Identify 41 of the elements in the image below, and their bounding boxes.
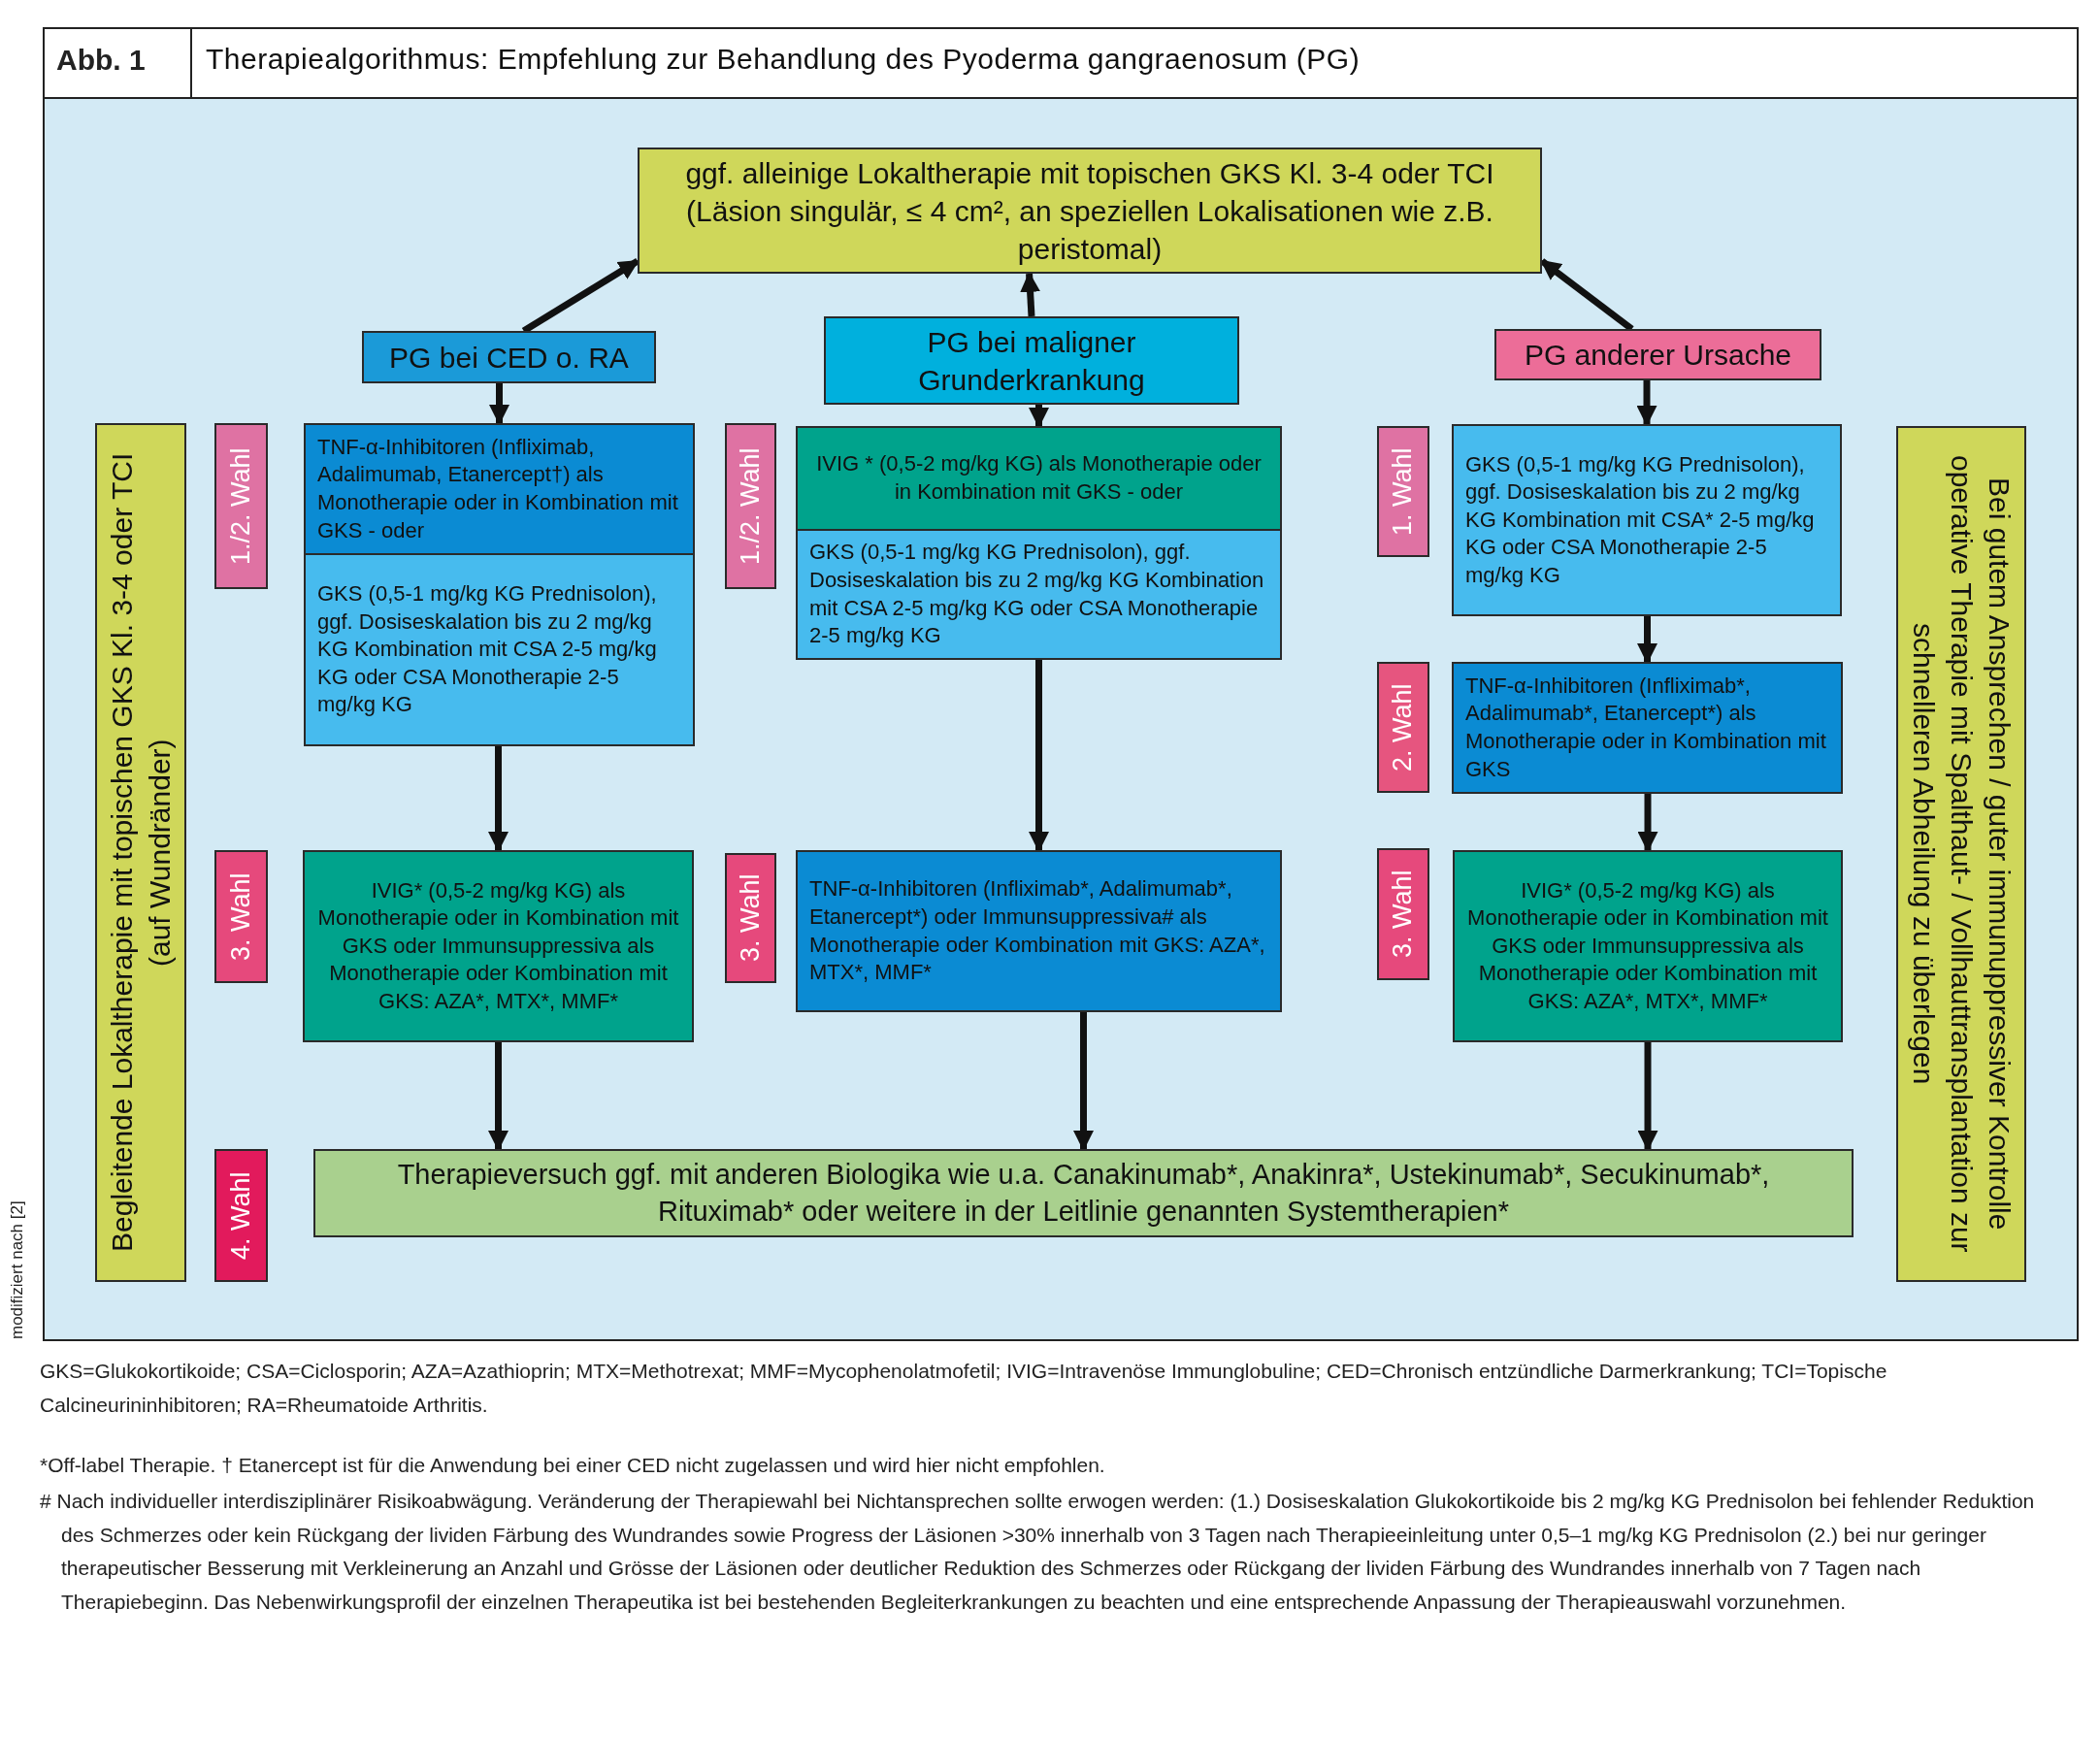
arrow [488, 746, 509, 853]
therapy-box: IVIG * (0,5-2 mg/kg KG) als Monotherapie oder in Kombination mit GKS - oder [796, 426, 1282, 531]
choice-tag: 1./2. Wahl [725, 423, 776, 589]
title-text: Therapiealgorithmus: Empfehlung zur Behandlung des Pyoderma gangraenosum (PG) [206, 43, 1361, 76]
arrow [1029, 660, 1049, 853]
choice-tag: 3. Wahl [725, 853, 776, 983]
arrow [1029, 405, 1049, 429]
therapy-box: ggf. alleinige Lokaltherapie mit topischen GKS Kl. 3-4 oder TCI (Läsion singulär, ≤ 4 cm², an speziellen Lokalisationen wie z.B. peristomal) [638, 148, 1542, 274]
therapy-box: IVIG* (0,5-2 mg/kg KG) als Monotherapie oder in Kombination mit GKS oder Immunsuppressiva als Monotherapie oder Kombination mit GKS: AZA*, MTX*, MMF* [303, 850, 694, 1042]
arrow [488, 1042, 509, 1152]
therapy-box: TNF-α-Inhibitoren (Infliximab, Adalimumab, Etanercept†) als Monotherapie oder in Kombination mit GKS - oder [304, 423, 695, 555]
arrow [521, 258, 640, 334]
arrow [489, 383, 509, 426]
arrow [1637, 1042, 1658, 1152]
abbreviation-note: GKS=Glukokortikoide; CSA=Ciclosporin; AZA=Azathioprin; MTX=Methotrexat; MMF=Mycophenolatmofetil; IVIG=Intravenöse Immunglobuline; CED=Chronisch entzündliche Darmerkrankung; TCI=Topische Calcineurininhibitoren; RA=Rheumatoide Arthritis. [40, 1359, 1888, 1418]
therapy-box: TNF-α-Inhibitoren (Infliximab*, Adalimumab*, Etanercept*) als Monotherapie oder in Kombination mit GKS [1452, 662, 1843, 794]
choice-tag: 3. Wahl [214, 850, 268, 983]
choice-tag: 1./2. Wahl [214, 423, 268, 589]
arrow [1637, 794, 1658, 853]
therapy-box: GKS (0,5-1 mg/kg KG Prednisolon), ggf. Dosiseskalation bis zu 2 mg/kg KG Kombination mit CSA 2-5 mg/kg KG oder CSA Monotherapie 2-5 mg/kg KG [796, 529, 1282, 660]
category-box: PG bei CED o. RA [362, 331, 656, 383]
therapy-box: TNF-α-Inhibitoren (Infliximab*, Adalimumab*, Etanercept*) oder Immunsuppressiva# als Monotherapie oder Kombination mit GKS: AZA*, MTX*, MMF* [796, 850, 1282, 1012]
side-note-bar: Begleitende Lokaltherapie mit topischen GKS Kl. 3-4 oder TCI (auf Wundränder) [95, 423, 186, 1282]
arrow [1636, 380, 1657, 427]
choice-tag: 2. Wahl [1377, 662, 1429, 793]
therapy-box: GKS (0,5-1 mg/kg KG Prednisolon), ggf. Dosiseskalation bis zu 2 mg/kg KG Kombination mit CSA 2-5 mg/kg KG oder CSA Monotherapie 2-5 mg/kg KG [304, 553, 695, 746]
side-note-bar: Bei gutem Ansprechen / guter immunuppressiver Kontrolle operative Therapie mit Spalthaut- / Vollhauttransplantation zur schnelleren Abheilung zu überlegen [1896, 426, 2026, 1282]
arrow [1073, 1012, 1094, 1152]
source-note: modifiziert nach [2] [7, 1199, 27, 1339]
choice-tag: 4. Wahl [214, 1149, 268, 1282]
footnote-text: # Nach individueller interdisziplinärer Risikoabwägung. Veränderung der Therapiewahl bei Nichtansprechen sollte erwogen werden: (1.) Dosiseskalation Glukokortikoide bis 2 mg/kg KG Prednisolon bei fehlender Reduktion des Schmerzes oder kein Rückgang der lividen Färbung des Wundrandes sowie Progress der Läsionen >30% innerhalb von 3 Tagen nach Therapieeinleitung unter 0,5–1 mg/kg KG Prednisolon (2.) bei nur geringer therapeutischer Besserung mit Verkleinerung an Anzahl und Grösse der Läsionen oder deutlicher Reduktion des Schmerzes oder Rückgang der lividen Färbung des Wundrandes innerhalb von 7 Tagen nach Therapiebeginn. Das Nebenwirkungsprofil der einzelnen Therapeutika ist bei bestehenden Begleiterkrankungen zu beachten und eine entsprechende Anpassung der Therapieauswahl vorzunehmen. [40, 1489, 2036, 1615]
therapy-box: GKS (0,5-1 mg/kg KG Prednisolon), ggf. Dosiseskalation bis zu 2 mg/kg KG Kombination mit CSA* 2-5 mg/kg KG oder CSA Monotherapie 2-5 mg/kg KG [1452, 424, 1842, 616]
category-box: PG anderer Ursache [1494, 329, 1821, 380]
choice-tag: 1. Wahl [1377, 426, 1429, 557]
arrow [1637, 616, 1657, 665]
therapy-box: Therapieversuch ggf. mit anderen Biologika wie u.a. Canakinumab*, Anakinra*, Ustekinumab*, Secukinumab*, Rituximab* oder weitere in der Leitlinie genannten Systemtherapien* [313, 1149, 1854, 1237]
footnote-text: *Off-label Therapie. † Etanercept ist für die Anwendung bei einer CED nicht zugelassen und wird hier nicht empfohlen. [40, 1453, 1106, 1478]
therapy-box: IVIG* (0,5-2 mg/kg KG) als Monotherapie oder in Kombination mit GKS oder Immunsuppressiva als Monotherapie oder Kombination mit GKS: AZA*, MTX*, MMF* [1453, 850, 1843, 1042]
category-box: PG bei maligner Grunderkrankung [824, 316, 1239, 405]
figure-number: Abb. 1 [56, 43, 146, 78]
choice-tag: 3. Wahl [1377, 848, 1429, 980]
